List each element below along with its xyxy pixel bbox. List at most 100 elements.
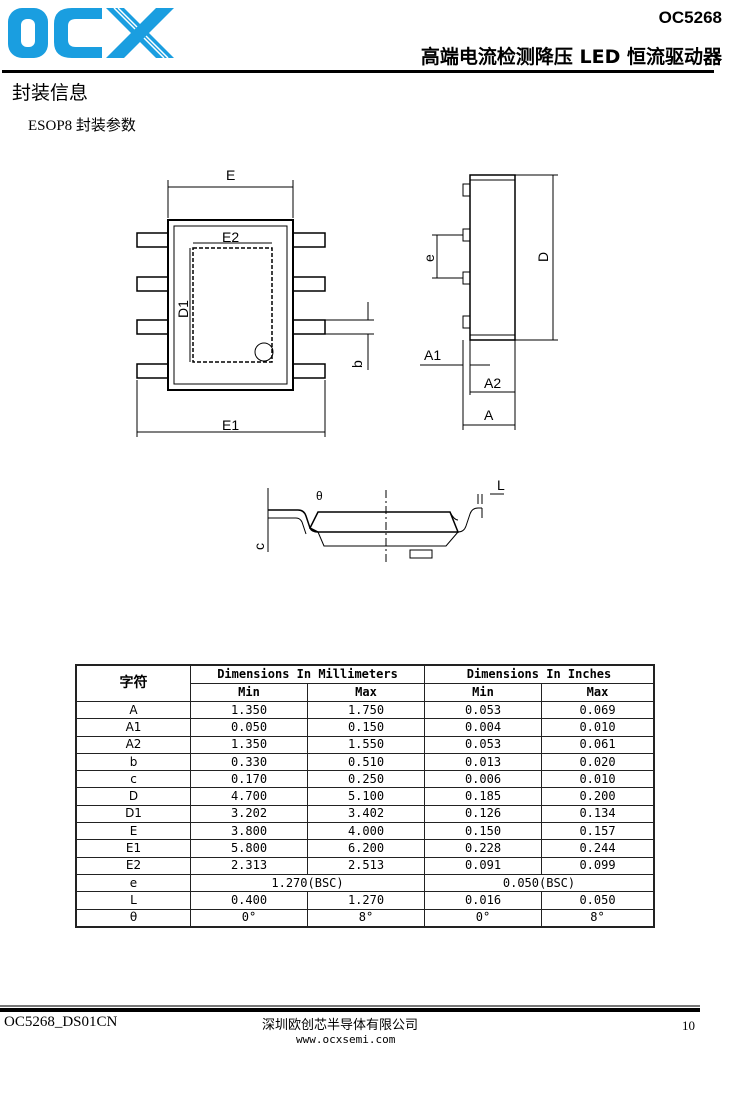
symbol-cell: L — [75, 891, 191, 910]
value-cell: 0.126 — [424, 804, 542, 824]
value-cell: 1.270(BSC) — [190, 873, 425, 893]
side-view-drawing — [420, 174, 558, 430]
company-name: 深圳欧创芯半导体有限公司 — [262, 1017, 419, 1032]
value-cell: 0.010 — [541, 770, 655, 789]
value-cell: 3.800 — [190, 822, 308, 841]
symbol-cell: D1 — [75, 804, 191, 824]
value-cell: 5.800 — [190, 839, 308, 858]
label-E2: E2 — [222, 229, 239, 245]
value-cell: 0.061 — [541, 735, 655, 754]
label-b: b — [349, 360, 365, 368]
value-cell: 0.228 — [424, 839, 542, 858]
page-number: 10 — [682, 1018, 695, 1033]
value-cell: 4.000 — [307, 822, 425, 841]
top-view-drawing — [136, 180, 374, 437]
value-cell: 0.157 — [541, 822, 655, 841]
value-cell: 1.270 — [307, 891, 425, 910]
website-link[interactable]: www.ocxsemi.com — [296, 1033, 396, 1046]
value-cell: 0.053 — [424, 700, 542, 720]
value-cell: 0.400 — [190, 891, 308, 910]
document-subtitle: 高端电流检测降压 LED 恒流驱动器 — [420, 46, 722, 68]
symbol-cell: A1 — [75, 718, 191, 737]
footer-divider — [0, 1005, 700, 1007]
value-cell: 1.350 — [190, 700, 308, 720]
value-cell: 0.099 — [541, 856, 655, 875]
value-cell: 8° — [541, 908, 655, 928]
value-cell: 0.150 — [424, 822, 542, 841]
package-drawing: E E2 E1 D1 b D e A1 A2 A c θ L — [136, 167, 558, 565]
value-cell: 0.170 — [190, 770, 308, 789]
value-cell: 0.510 — [307, 752, 425, 772]
in-min-header: Min — [424, 683, 542, 702]
label-A: A — [484, 407, 494, 423]
label-A1: A1 — [424, 347, 441, 363]
label-D: D — [535, 252, 551, 262]
value-cell: 0.050 — [541, 891, 655, 910]
value-cell: 0.150 — [307, 718, 425, 737]
value-cell: 2.313 — [190, 856, 308, 875]
part-number: OC5268 — [658, 8, 722, 27]
in-max-header: Max — [541, 683, 655, 702]
inch-header: Dimensions In Inches — [424, 664, 655, 684]
value-cell: 0° — [424, 908, 542, 928]
value-cell: 0.069 — [541, 700, 655, 720]
value-cell: 0.091 — [424, 856, 542, 875]
value-cell: 1.750 — [307, 700, 425, 720]
mm-max-header: Max — [307, 683, 425, 702]
value-cell: 0° — [190, 908, 308, 928]
footer-divider-thick — [0, 1008, 700, 1012]
symbol-cell: b — [75, 752, 191, 772]
label-L: L — [497, 477, 505, 493]
symbol-cell: θ — [75, 908, 191, 928]
ocx-logo — [8, 7, 174, 59]
package-title: ESOP8 封装参数 — [28, 118, 136, 134]
value-cell: 0.013 — [424, 752, 542, 772]
value-cell: 0.200 — [541, 787, 655, 806]
section-title: 封装信息 — [12, 82, 89, 104]
value-cell: 3.402 — [307, 804, 425, 824]
header-divider — [2, 70, 714, 73]
label-A2: A2 — [484, 375, 501, 391]
symbol-header: 字符 — [75, 664, 191, 702]
dimensions-table: 字符 Dimensions In Millimeters Dimensions … — [75, 664, 655, 928]
document-id: OC5268_DS01CN — [4, 1014, 118, 1030]
symbol-cell: A — [75, 700, 191, 720]
mm-min-header: Min — [190, 683, 308, 702]
symbol-cell: c — [75, 770, 191, 789]
value-cell: 0.330 — [190, 752, 308, 772]
label-D1: D1 — [175, 300, 191, 318]
profile-view-drawing — [267, 488, 504, 565]
label-E: E — [226, 167, 235, 183]
value-cell: 1.350 — [190, 735, 308, 754]
value-cell: 0.004 — [424, 718, 542, 737]
symbol-cell: E1 — [75, 839, 191, 858]
label-E1: E1 — [222, 417, 239, 433]
value-cell: 0.134 — [541, 804, 655, 824]
value-cell: 0.053 — [424, 735, 542, 754]
symbol-cell: e — [75, 873, 191, 893]
value-cell: 1.550 — [307, 735, 425, 754]
mm-header: Dimensions In Millimeters — [190, 664, 425, 684]
symbol-cell: A2 — [75, 735, 191, 754]
value-cell: 0.006 — [424, 770, 542, 789]
value-cell: 0.250 — [307, 770, 425, 789]
label-c: c — [251, 543, 267, 550]
value-cell: 2.513 — [307, 856, 425, 875]
value-cell: 4.700 — [190, 787, 308, 806]
value-cell: 6.200 — [307, 839, 425, 858]
value-cell: 0.020 — [541, 752, 655, 772]
value-cell: 0.050 — [190, 718, 308, 737]
label-theta: θ — [316, 489, 323, 503]
label-e: e — [421, 254, 437, 262]
